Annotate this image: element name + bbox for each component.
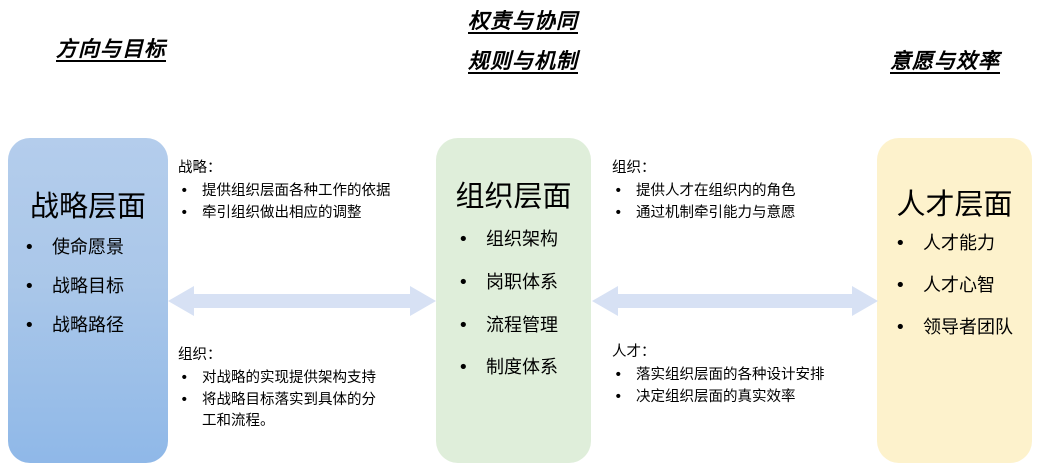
bullet-icon: • <box>180 370 189 387</box>
bullet-icon: • <box>24 275 35 297</box>
list-item: •战略目标 <box>24 275 124 297</box>
list-item: •制度体系 <box>458 357 558 379</box>
list-item: •使命愿景 <box>24 237 124 259</box>
bullet-icon: • <box>180 183 189 200</box>
list-item: •战略路径 <box>24 314 124 336</box>
bullet-icon: • <box>180 392 189 409</box>
strategy-layer-box[interactable]: 战略层面 •使命愿景 •战略目标 •战略路径 <box>8 138 168 463</box>
bullet-icon: • <box>614 389 623 406</box>
bullet-icon: • <box>180 205 189 222</box>
double-arrow-strategy-organization-icon <box>168 283 436 319</box>
bullet-icon: • <box>458 314 469 336</box>
note-list: •对战略的实现提供架构支持 •将战略目标落实到具体的分工和流程。 <box>178 368 390 432</box>
list-item: •将战略目标落实到具体的分工和流程。 <box>180 392 376 430</box>
list-item: •组织架构 <box>458 229 558 251</box>
organization-layer-title: 组织层面 <box>455 179 572 213</box>
note-heading: 组织： <box>178 347 222 363</box>
bullet-icon: • <box>614 183 623 200</box>
heading-rules-mechanism: 规则与机制 <box>468 49 578 73</box>
note-list: •落实组织层面的各种设计安排 •决定组织层面的真实效率 <box>612 365 825 408</box>
list-item: •落实组织层面的各种设计安排 <box>612 365 825 386</box>
talent-layer-box[interactable]: 人才层面 •人才能力 •人才心智 •领导者团队 <box>877 138 1032 463</box>
strategy-layer-list: •使命愿景 •战略目标 •战略路径 <box>8 237 184 353</box>
organization-layer-box[interactable]: 组织层面 •组织架构 •岗职体系 •流程管理 •制度体系 <box>436 138 591 463</box>
list-item: •领导者团队 <box>895 316 1013 338</box>
list-item: •人才能力 <box>895 233 995 255</box>
organization-layer-list: •组织架构 •岗职体系 •流程管理 •制度体系 <box>436 229 613 399</box>
talent-layer-title: 人才层面 <box>896 187 1013 221</box>
note-heading: 人才： <box>612 344 656 360</box>
list-item: •对战略的实现提供架构支持 <box>178 368 390 389</box>
heading-willingness-efficiency: 意愿与效率 <box>890 49 1000 73</box>
list-item: •提供人才在组织内的角色 <box>612 181 796 202</box>
bullet-icon: • <box>24 314 35 336</box>
talent-layer-list: •人才能力 •人才心智 •领导者团队 <box>877 233 1050 358</box>
bullet-icon: • <box>895 274 906 296</box>
bullet-icon: • <box>895 316 906 338</box>
note-list: •提供人才在组织内的角色 •通过机制牵引能力与意愿 <box>612 181 796 224</box>
bullet-icon: • <box>614 367 623 384</box>
note-heading: 组织： <box>612 160 656 176</box>
bullet-icon: • <box>458 271 469 293</box>
heading-direction-goal: 方向与目标 <box>56 37 166 61</box>
list-item: •岗职体系 <box>458 271 558 293</box>
bullet-icon: • <box>458 357 469 379</box>
note-heading: 战略： <box>178 160 222 176</box>
note-list: •提供组织层面各种工作的依据 •牵引组织做出相应的调整 <box>178 181 391 224</box>
list-item: •牵引组织做出相应的调整 <box>178 203 391 224</box>
note-talent-to-organization: 人才： •落实组织层面的各种设计安排 •决定组织层面的真实效率 <box>612 342 825 409</box>
bullet-icon: • <box>895 233 906 255</box>
heading-responsibility-collaboration: 权责与协同 <box>468 9 578 33</box>
list-item: •决定组织层面的真实效率 <box>612 387 825 408</box>
note-strategy-to-organization: 战略： •提供组织层面各种工作的依据 •牵引组织做出相应的调整 <box>178 158 391 225</box>
bullet-icon: • <box>458 229 469 251</box>
note-organization-to-talent: 组织： •提供人才在组织内的角色 •通过机制牵引能力与意愿 <box>612 158 796 225</box>
bullet-icon: • <box>24 237 35 259</box>
list-item: •通过机制牵引能力与意愿 <box>612 203 796 224</box>
double-arrow-organization-talent-icon <box>592 283 878 319</box>
note-organization-to-strategy: 组织： •对战略的实现提供架构支持 •将战略目标落实到具体的分工和流程。 <box>178 345 390 433</box>
list-item: •人才心智 <box>895 274 995 296</box>
bullet-icon: • <box>614 205 623 222</box>
strategy-layer-title: 战略层面 <box>29 189 146 223</box>
list-item: •流程管理 <box>458 314 558 336</box>
list-item: •提供组织层面各种工作的依据 <box>178 181 391 202</box>
